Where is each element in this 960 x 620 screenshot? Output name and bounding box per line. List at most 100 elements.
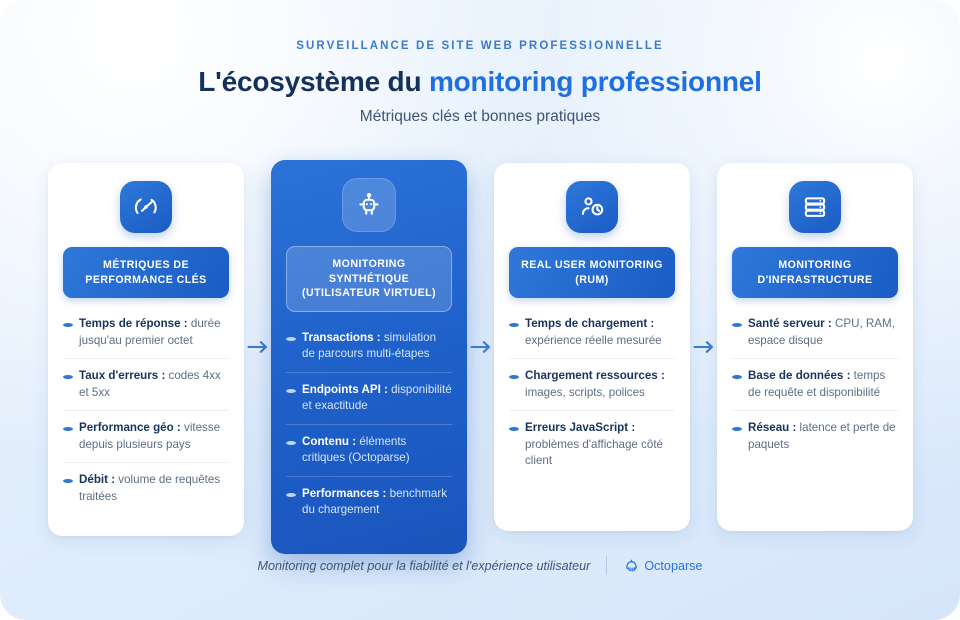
server-stack-icon-wrapper [789, 181, 841, 233]
list-item-desc: durée jusqu'au premier octet [79, 317, 221, 347]
user-clock-icon-wrapper [566, 181, 618, 233]
list-item-desc: latence et perte de paquets [748, 421, 896, 451]
list-item: Performance géo : vitesse depuis plusieu… [63, 410, 229, 462]
list-item-label: Performance géo : [79, 421, 181, 434]
bullet-icon [509, 323, 519, 327]
list-item-text: Performance géo : vitesse depuis plusieu… [79, 420, 229, 453]
brand-logo[interactable]: Octoparse [623, 557, 702, 574]
eyebrow-text: SURVEILLANCE DE SITE WEB PROFESSIONNELLE [296, 40, 664, 52]
list-item-desc: images, scripts, polices [525, 385, 645, 399]
arrow-right-icon [244, 163, 271, 531]
footer-note: Monitoring complet pour la fiabilité et … [257, 558, 591, 573]
page-title: L'écosystème du monitoring professionnel [0, 66, 960, 98]
card-3[interactable]: REAL USER MONITORING (RUM) Temps de charg… [494, 163, 690, 531]
card-title-badge: MÉTRIQUES DE PERFORMANCE CLÉS [63, 247, 229, 298]
bullet-icon [286, 440, 296, 445]
list-item-label: Temps de réponse : [79, 317, 188, 330]
bullet-icon [286, 492, 296, 497]
bullet-icon [732, 323, 742, 327]
list-item-desc: vitesse depuis plusieurs pays [79, 421, 221, 451]
bullet-icon [732, 375, 742, 379]
list-item-desc: temps de requête et disponibilité [748, 369, 886, 399]
list-item-label: Chargement ressources : [525, 369, 665, 382]
list-item-label: Contenu : [302, 434, 357, 448]
card-title-badge: REAL USER MONITORING (RUM) [509, 247, 675, 298]
list-item: Transactions : simulation de parcours mu… [286, 326, 452, 372]
card-items: Transactions : simulation de parcours mu… [286, 326, 452, 528]
list-item-label: Taux d'erreurs : [79, 369, 166, 382]
list-item-desc: simulation de parcours multi-étapes [302, 330, 437, 361]
user-clock-icon [578, 193, 606, 221]
list-item-text: Contenu : éléments critiques (Octoparse) [302, 434, 452, 467]
list-item: Temps de chargement : expérience réelle … [509, 312, 675, 358]
list-item: Endpoints API : disponibilité et exactit… [286, 371, 452, 424]
card-title-badge: MONITORING D'INFRASTRUCTURE [732, 247, 898, 298]
list-item: Temps de réponse : durée jusqu'au premie… [63, 312, 229, 358]
arrow-right-icon [690, 163, 717, 531]
list-item-text: Réseau : latence et perte de paquets [748, 420, 898, 453]
cards-row: MÉTRIQUES DE PERFORMANCE CLÉS Temps de ré… [48, 160, 913, 554]
bullet-icon [509, 427, 519, 431]
list-item-text: Débit : volume de requêtes traitées [79, 472, 229, 505]
list-item: Réseau : latence et perte de paquets [732, 410, 898, 462]
card-items: Temps de chargement : expérience réelle … [509, 312, 675, 479]
list-item-desc: volume de requêtes traitées [79, 473, 221, 503]
list-item: Contenu : éléments critiques (Octoparse) [286, 423, 452, 476]
list-item-desc: problèmes d'affichage côté client [525, 437, 663, 468]
page-subtitle: Métriques clés et bonnes pratiques [359, 108, 601, 125]
list-item-label: Base de données : [748, 369, 851, 382]
list-item: Base de données : temps de requête et di… [732, 358, 898, 410]
list-item-desc: éléments critiques (Octoparse) [302, 434, 410, 465]
server-stack-icon [801, 193, 829, 221]
list-item-label: Erreurs JavaScript : [525, 421, 636, 434]
card-items: Temps de réponse : durée jusqu'au premie… [63, 312, 229, 514]
list-item-text: Erreurs JavaScript : problèmes d'afficha… [525, 420, 675, 470]
list-item: Chargement ressources : images, scripts,… [509, 358, 675, 410]
list-item-text: Temps de chargement : expérience réelle … [525, 316, 675, 349]
list-item-text: Santé serveur : CPU, RAM, espace disque [748, 316, 898, 349]
bullet-icon [732, 427, 742, 431]
list-item-desc: disponibilité et exactitude [302, 382, 452, 413]
list-item: Santé serveur : CPU, RAM, espace disque [732, 312, 898, 358]
card-title-badge: MONITORING SYNTHÉTIQUE (UTILISATEUR VIRT… [286, 246, 452, 312]
card-4[interactable]: MONITORING D'INFRASTRUCTURE Santé serveur… [717, 163, 913, 531]
list-item-text: Endpoints API : disponibilité et exactit… [302, 382, 452, 415]
bullet-icon [63, 427, 73, 431]
card-2[interactable]: MONITORING SYNTHÉTIQUE (UTILISATEUR VIRT… [271, 160, 467, 554]
list-item-text: Temps de réponse : durée jusqu'au premie… [79, 316, 229, 349]
list-item-label: Débit : [79, 473, 116, 486]
bullet-icon [286, 388, 296, 393]
list-item-desc: expérience réelle mesurée [525, 333, 662, 347]
list-item: Taux d'erreurs : codes 4xx et 5xx [63, 358, 229, 410]
list-item-label: Performances : [302, 486, 387, 500]
card-1[interactable]: MÉTRIQUES DE PERFORMANCE CLÉS Temps de ré… [48, 163, 244, 536]
page-title-accent: monitoring professionnel [428, 66, 762, 97]
list-item: Performances : benchmark du chargement [286, 475, 452, 528]
list-item-desc: codes 4xx et 5xx [79, 369, 221, 399]
bullet-icon [63, 323, 73, 327]
arrow-right-icon [467, 163, 494, 531]
list-item-text: Performances : benchmark du chargement [302, 486, 452, 519]
list-item-desc: benchmark du chargement [302, 486, 447, 517]
header: SURVEILLANCE DE SITE WEB PROFESSIONNELLE… [0, 0, 960, 126]
list-item-label: Temps de chargement : [525, 317, 655, 330]
brand-name: Octoparse [644, 558, 703, 573]
list-item-label: Endpoints API : [302, 382, 388, 396]
list-item-label: Santé serveur : [748, 317, 832, 330]
list-item-text: Transactions : simulation de parcours mu… [302, 330, 452, 363]
list-item-text: Chargement ressources : images, scripts,… [525, 368, 675, 401]
speedometer-icon [132, 193, 160, 221]
octoparse-logo-icon [623, 557, 640, 574]
list-item-label: Transactions : [302, 330, 381, 344]
robot-icon-wrapper [342, 178, 396, 232]
list-item-desc: CPU, RAM, espace disque [748, 317, 895, 347]
list-item-label: Réseau : [748, 421, 797, 434]
bullet-icon [286, 336, 296, 341]
list-item: Erreurs JavaScript : problèmes d'afficha… [509, 410, 675, 479]
list-item-text: Base de données : temps de requête et di… [748, 368, 898, 401]
speedometer-icon-wrapper [120, 181, 172, 233]
robot-icon [355, 191, 383, 219]
list-item: Débit : volume de requêtes traitées [63, 462, 229, 514]
